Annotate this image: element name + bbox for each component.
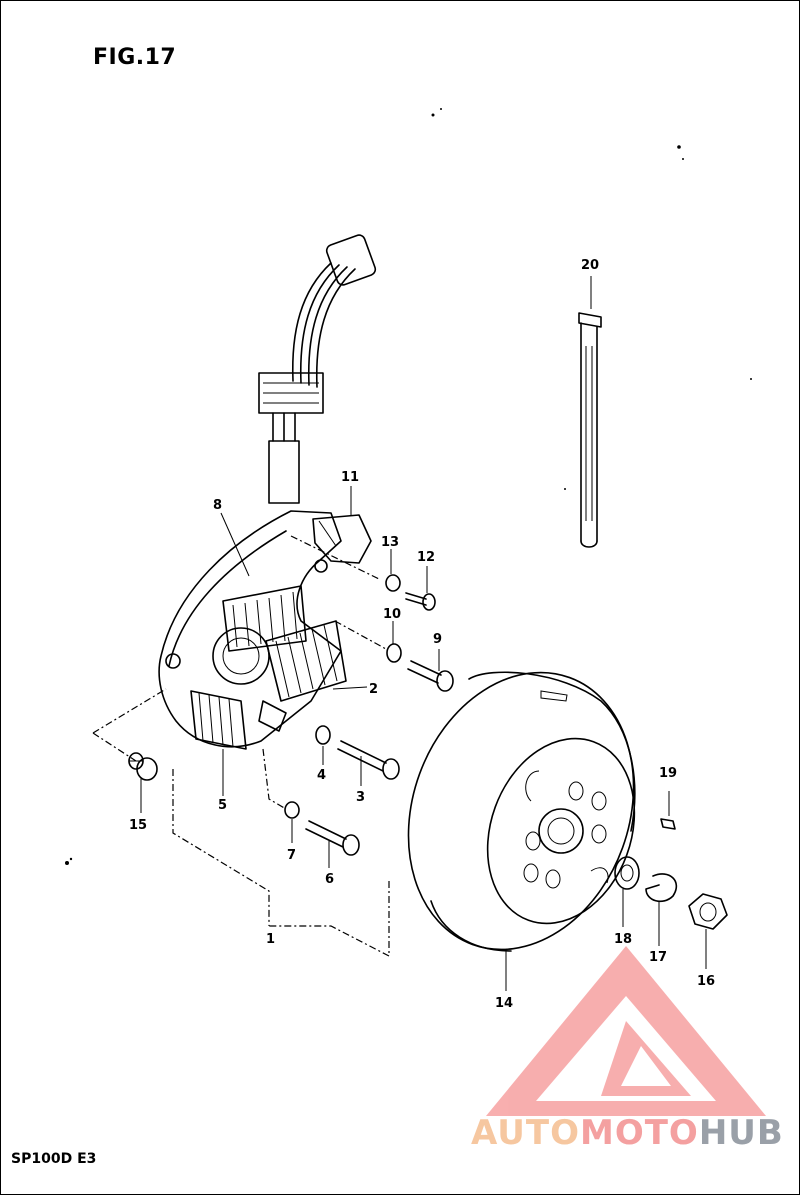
wire-connector [325,234,377,286]
model-code: SP100D E3 [11,1151,97,1167]
screw-3 [337,740,400,780]
print-specks [65,108,752,865]
callout-1: 1 [266,932,275,947]
lighting-coil [190,690,247,750]
callout-11: 11 [341,470,359,485]
callout-19: 19 [659,766,677,781]
washer-18 [614,856,640,890]
callout-8: 8 [213,498,222,513]
key-19 [660,818,676,830]
callout-17: 17 [649,950,667,965]
cable-tie-20 [578,312,602,548]
hardware [128,574,454,856]
callout-12: 12 [417,550,435,565]
flywheel-hub [538,808,584,854]
screw-15 [128,752,158,781]
assembly-bracket-1 [92,535,390,957]
callouts: 1 2 3 4 5 6 7 8 9 10 11 12 13 14 15 16 1… [129,258,715,1011]
callout-2: 2 [369,682,378,697]
screw-6 [305,820,360,856]
nut-16 [688,893,728,930]
watermark-logo [486,946,766,1116]
callout-13: 13 [381,535,399,550]
callout-3: 3 [356,790,365,805]
callout-16: 16 [697,974,715,989]
callout-4: 4 [317,768,326,783]
wire-harness [258,234,377,504]
callout-20: 20 [581,258,599,273]
callout-6: 6 [325,872,334,887]
pulser-coil [312,514,372,564]
washer-7 [284,801,300,819]
charging-coil [265,620,347,702]
callout-14: 14 [495,996,513,1011]
figure-title: FIG.17 [93,45,177,70]
callout-5: 5 [218,798,227,813]
exciter-coil [222,585,307,652]
callout-7: 7 [287,848,296,863]
leader-lines [140,276,707,991]
lock-washer-17 [645,873,678,903]
flywheel-rotor [407,671,636,952]
watermark-text: AUTOMOTOHUB [471,1113,784,1153]
wire-sleeve [268,440,300,504]
callout-15: 15 [129,818,147,833]
screw-12 [405,592,436,611]
callout-18: 18 [614,932,632,947]
screw-9 [407,660,454,692]
washer-4 [315,725,331,745]
stator-assembly [158,510,372,750]
nut-13 [385,574,401,592]
callout-10: 10 [383,607,401,622]
washer-10 [386,643,402,663]
callout-9: 9 [433,632,442,647]
grommet [258,372,324,414]
